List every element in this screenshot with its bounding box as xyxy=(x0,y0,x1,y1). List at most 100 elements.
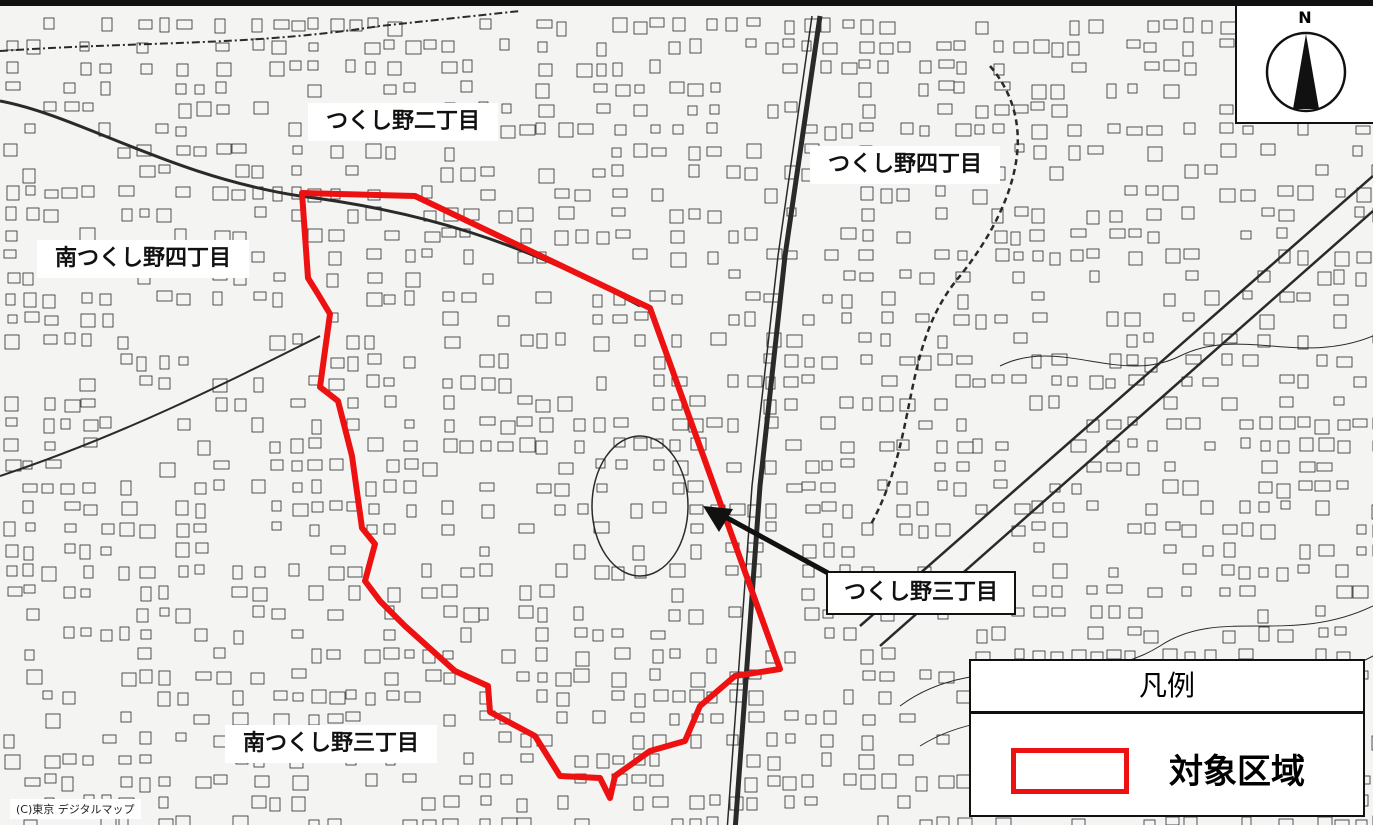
building-block xyxy=(1356,251,1372,264)
building-block xyxy=(291,20,306,32)
building-block xyxy=(178,565,189,578)
building-block xyxy=(251,795,267,809)
building-block xyxy=(688,208,701,220)
building-block xyxy=(387,21,403,37)
building-block xyxy=(747,375,763,388)
building-block xyxy=(937,103,953,115)
building-block xyxy=(99,293,112,306)
building-block xyxy=(366,292,383,307)
building-block xyxy=(1106,462,1122,472)
building-block xyxy=(292,145,303,155)
building-block xyxy=(403,356,416,369)
building-block xyxy=(480,166,495,177)
building-block xyxy=(1124,312,1141,327)
building-block xyxy=(1011,374,1027,384)
building-block xyxy=(1356,546,1367,556)
building-block xyxy=(1278,209,1295,222)
building-block xyxy=(706,18,718,31)
building-block xyxy=(899,356,916,366)
building-block xyxy=(554,483,570,497)
building-block xyxy=(1352,418,1368,428)
building-block xyxy=(1223,542,1236,558)
building-block xyxy=(767,756,781,771)
building-block xyxy=(330,145,344,159)
building-block xyxy=(140,63,153,75)
building-block xyxy=(611,566,625,581)
building-block xyxy=(784,354,799,368)
target-area-boundary[interactable] xyxy=(299,190,783,801)
building-block xyxy=(975,21,989,35)
building-block xyxy=(194,564,205,575)
building-block xyxy=(1356,187,1372,203)
building-block xyxy=(728,230,739,244)
building-block xyxy=(365,692,376,706)
building-block xyxy=(1162,185,1179,201)
legend-swatch-target-area xyxy=(1011,748,1129,794)
building-block xyxy=(1277,185,1294,197)
building-block xyxy=(1335,564,1349,578)
building-block xyxy=(669,209,684,224)
building-block xyxy=(1143,332,1154,343)
building-block xyxy=(992,123,1005,134)
building-block xyxy=(689,504,704,515)
building-block xyxy=(232,565,243,580)
building-block xyxy=(269,797,281,812)
building-block xyxy=(156,290,173,302)
building-block xyxy=(991,626,1006,641)
building-block xyxy=(1033,39,1050,54)
building-block xyxy=(101,17,113,32)
railway-inner xyxy=(726,15,813,825)
building-block xyxy=(879,21,896,35)
building-block xyxy=(63,626,75,639)
building-block xyxy=(1336,585,1353,599)
building-block xyxy=(1259,416,1273,430)
building-block xyxy=(766,732,778,747)
building-block xyxy=(1109,353,1122,369)
building-block xyxy=(1259,314,1275,330)
building-block xyxy=(823,542,835,558)
building-block xyxy=(291,460,303,472)
building-block xyxy=(1257,609,1269,624)
building-block xyxy=(554,188,570,199)
building-block xyxy=(593,521,610,534)
building-block xyxy=(957,817,973,825)
central-park-outline xyxy=(591,435,689,577)
building-block xyxy=(671,294,683,305)
building-block xyxy=(1106,584,1123,594)
building-block xyxy=(1106,419,1122,430)
building-block xyxy=(212,291,223,306)
building-block xyxy=(536,19,553,29)
building-block xyxy=(195,671,212,681)
building-block xyxy=(615,84,631,97)
building-block xyxy=(710,332,727,346)
building-block xyxy=(498,378,512,394)
building-block xyxy=(1163,19,1178,30)
building-block xyxy=(45,459,62,469)
building-block xyxy=(956,355,973,365)
building-block xyxy=(669,648,681,659)
building-block xyxy=(937,335,948,349)
building-block xyxy=(611,690,625,701)
building-block xyxy=(649,290,666,302)
building-block xyxy=(516,671,530,682)
building-block xyxy=(706,122,718,134)
building-block xyxy=(441,500,454,515)
building-block xyxy=(653,374,665,387)
building-block xyxy=(727,374,739,388)
building-block xyxy=(139,777,151,793)
building-block xyxy=(763,293,780,303)
building-block xyxy=(26,669,43,685)
building-block xyxy=(1221,397,1238,411)
building-block xyxy=(767,104,779,119)
building-block xyxy=(861,522,874,536)
building-block xyxy=(347,356,359,372)
building-block xyxy=(897,41,911,53)
building-block xyxy=(726,734,739,746)
building-block xyxy=(1029,229,1045,242)
building-block xyxy=(64,332,76,345)
building-block xyxy=(386,690,400,701)
building-block xyxy=(690,523,704,534)
building-block xyxy=(254,775,270,788)
building-block xyxy=(176,293,191,306)
